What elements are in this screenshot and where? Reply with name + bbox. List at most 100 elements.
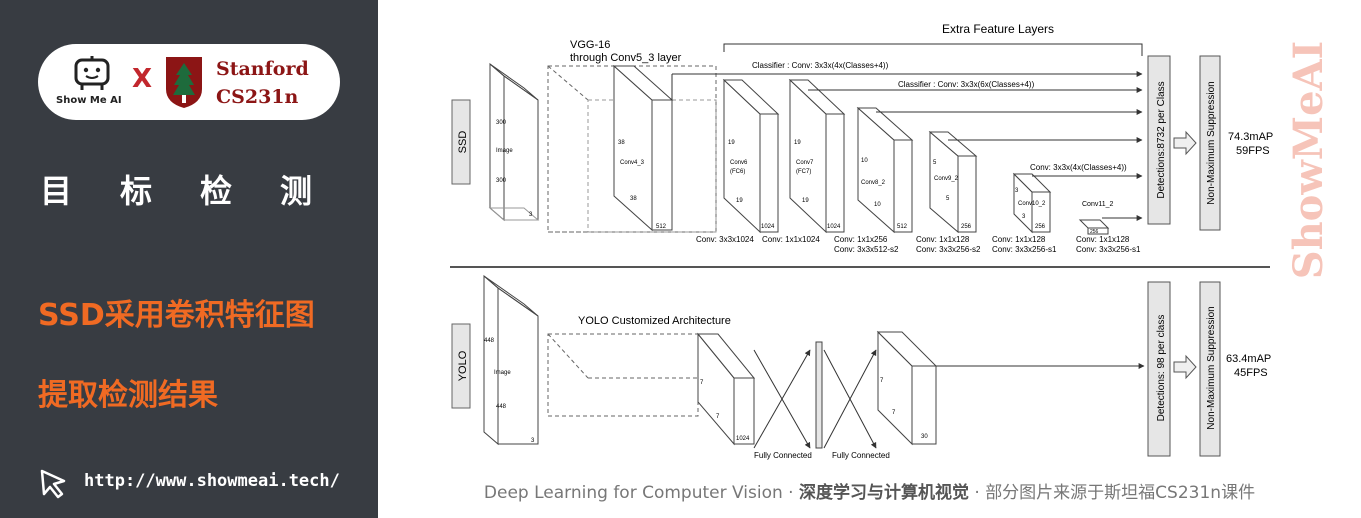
yolo-fps: 45FPS [1234,367,1268,379]
yolo-fc1-label: Fully Connected [754,451,812,460]
ssd-map: 74.3mAP [1228,131,1273,143]
stanford-name: Stanford [216,58,309,80]
classifier-3: Conv: 3x3x(4x(Classes+4)) [1030,163,1127,172]
conv10-name: Conv10_2 [1018,201,1046,207]
cursor-link-icon [40,469,66,499]
conv7-block [788,78,846,234]
ssd-image-label: Image [496,148,513,154]
yolo-big-arrow [1173,354,1197,380]
section-title: 目标检测 [40,172,361,210]
conv8-name: Conv8_2 [861,180,886,186]
conv4-block [612,64,674,232]
conv6-name2: (FC6) [730,169,745,175]
conv7-name1: Conv7 [796,160,814,166]
showmeai-watermark: ShowMeAI [1285,41,1332,280]
op-4b: Conv: 3x3x256-s2 [916,245,981,254]
conv9-b: 5 [946,196,950,202]
ssd-section: SSD 300 Image 300 3 VGG-16 through Conv5… [451,22,1273,254]
conv4-a: 38 [618,140,625,146]
yolo-out-c: 30 [921,434,928,440]
classifier-1: Classifier : Conv: 3x3x(4x(Classes+4)) [752,61,889,70]
conv4-c: 512 [656,224,667,230]
extra-layers-brace [723,43,1143,52]
op-1: Conv: 3x3x1024 [696,235,754,244]
yolo-nms-label: Non-Maximum Suppression [1206,306,1217,429]
conv10-b: 3 [1022,214,1026,220]
showmeai-logo-icon [74,56,110,90]
highlight-line-2: 提取检测结果 [38,378,218,413]
footer-sep-2: · [974,483,980,503]
conv11-c: 256 [1090,229,1099,235]
conv6-block [722,78,780,234]
ssd-nms-label: Non-Maximum Suppression [1206,81,1217,204]
conv8-a: 10 [861,158,868,164]
footer-sep-1: · [788,483,794,503]
conv6-b: 19 [736,198,743,204]
yolo-label: YOLO [457,350,469,381]
op-2: Conv: 1x1x1024 [762,235,820,244]
brand-label: Show Me AI [56,95,122,106]
op-3b: Conv: 3x3x512-s2 [834,245,899,254]
yolo-image-w: 448 [484,338,495,344]
logo-box: Show Me AI X Stanford CS231n [38,44,340,120]
yolo-image-c: 3 [531,438,535,444]
op-6b: Conv: 3x3x256-s1 [1076,245,1141,254]
conv6-a: 19 [728,140,735,146]
footer-part1: Deep Learning for Computer Vision [483,483,783,503]
conv6-name1: Conv6 [730,160,748,166]
conv8-b: 10 [874,202,881,208]
ssd-image-c: 3 [529,212,533,218]
yolo-nms-box [1199,281,1221,457]
conv4-b: 38 [630,196,637,202]
footer-part2: 深度学习与计算机视觉 [798,483,969,503]
conv8-c: 512 [897,224,908,230]
yolo-out-b: 7 [892,410,896,416]
yolo-output-block [876,330,938,446]
conv9-name: Conv9_2 [934,176,959,182]
op-5b: Conv: 3x3x256-s1 [992,245,1057,254]
footer-part3: 部分图片来源于斯坦福CS231n课件 [985,483,1256,503]
classifier-2: Classifier : Conv: 3x3x(6x(Classes+4)) [898,80,1035,89]
yolo-fc2-label: Fully Connected [832,451,890,460]
conv11-name: Conv11_2 [1082,201,1114,208]
op-5a: Conv: 1x1x128 [992,235,1046,244]
sidebar: Show Me AI X Stanford CS231n 目标检测 SSD采用卷… [0,0,378,518]
conv9-a: 5 [933,160,937,166]
op-3a: Conv: 1x1x256 [834,235,888,244]
ssd-forward-arrows [671,46,1143,221]
conv10-a: 3 [1015,188,1019,194]
ssd-detections-label: Detections:8732 per Class [1156,81,1167,198]
yolo-arch-title: YOLO Customized Architecture [578,315,731,327]
op-4a: Conv: 1x1x128 [916,235,970,244]
yolo-image-h: 448 [496,404,507,410]
yolo-dashed-box [547,333,699,417]
extra-layers-title: Extra Feature Layers [942,22,1054,36]
ssd-image-w: 300 [496,120,507,126]
ssd-nms-box [1199,55,1221,231]
yolo-block1-a: 7 [700,380,704,386]
conv6-c: 1024 [761,224,775,230]
yolo-detections-box [1147,281,1171,457]
op-6a: Conv: 1x1x128 [1076,235,1130,244]
yolo-detections-label: Detections: 98 per class [1156,315,1167,422]
conv10-block [1012,172,1052,234]
ssd-yolo-architecture-diagram: SSD 300 Image 300 3 VGG-16 through Conv5… [450,22,1273,460]
ssd-image-h: 300 [496,178,507,184]
vgg-subtitle: through Conv5_3 layer [570,52,682,64]
x-mark: X [132,64,153,94]
conv9-block [928,130,978,234]
yolo-map: 63.4mAP [1226,353,1271,365]
ssd-detections-box [1147,55,1171,225]
ssd-label: SSD [457,131,469,154]
yolo-fc-bar [815,341,823,449]
watermark-text: ShowMeAI [1285,41,1332,280]
vgg-title: VGG-16 [570,39,610,51]
ssd-image-block [488,62,540,222]
site-url-link[interactable]: http://www.showmeai.tech/ [84,471,340,491]
yolo-block1-b: 7 [716,414,720,420]
conv8-block [856,106,914,234]
conv10-c: 256 [1035,224,1046,230]
yolo-fc-arrows [753,349,877,449]
yolo-image-block [483,274,539,446]
conv11-block [1078,219,1110,235]
